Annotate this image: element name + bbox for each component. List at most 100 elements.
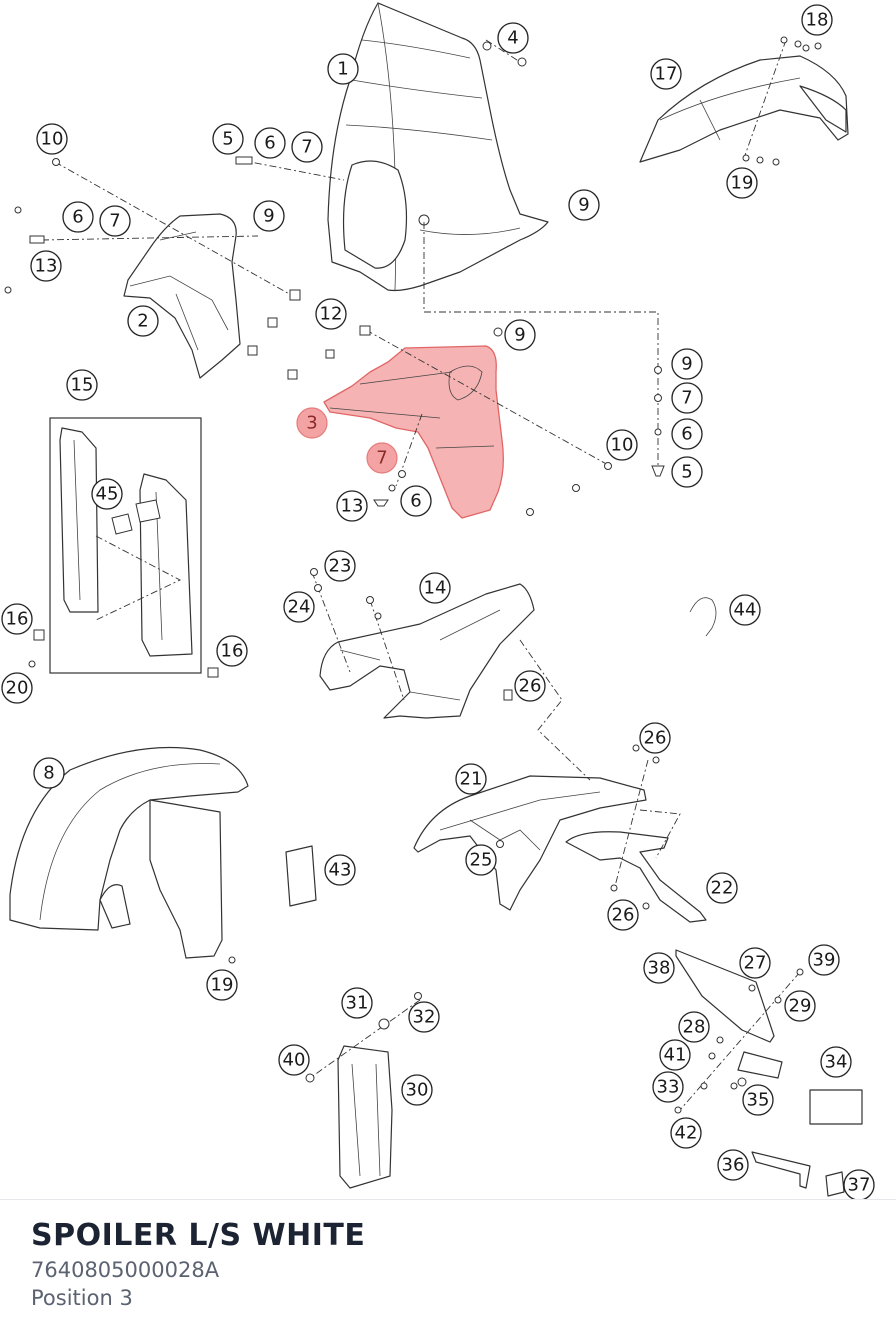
callout-44[interactable]: 44 [729, 594, 761, 626]
callout-13-b[interactable]: 13 [336, 490, 368, 522]
callout-43[interactable]: 43 [324, 854, 356, 886]
svg-text:5: 5 [681, 462, 692, 483]
svg-text:31: 31 [346, 993, 369, 1014]
svg-text:21: 21 [460, 769, 483, 790]
callout-1[interactable]: 1 [327, 53, 359, 85]
callout-42[interactable]: 42 [670, 1117, 702, 1149]
mud-flap-part[interactable] [337, 1045, 393, 1189]
svg-text:16: 16 [221, 641, 244, 662]
callout-38[interactable]: 38 [643, 952, 675, 984]
svg-text:44: 44 [734, 600, 757, 621]
callout-9-b[interactable]: 9 [253, 200, 285, 232]
callout-9-c[interactable]: 9 [504, 319, 536, 351]
callout-13-a[interactable]: 13 [30, 250, 62, 282]
callout-8[interactable]: 8 [33, 757, 65, 789]
svg-text:37: 37 [848, 1175, 871, 1196]
rear-fender-part[interactable] [639, 55, 849, 163]
callout-7-a[interactable]: 7 [291, 131, 323, 163]
svg-text:5: 5 [222, 129, 233, 150]
callout-30[interactable]: 30 [401, 1074, 433, 1106]
callout-9-a[interactable]: 9 [568, 189, 600, 221]
callout-2[interactable]: 2 [127, 305, 159, 337]
callout-37[interactable]: 37 [843, 1169, 875, 1200]
callout-5-b[interactable]: 5 [671, 456, 703, 488]
callout-40[interactable]: 40 [278, 1044, 310, 1076]
svg-text:15: 15 [71, 375, 94, 396]
callout-41[interactable]: 41 [659, 1039, 691, 1071]
callout-19-a[interactable]: 19 [726, 167, 758, 199]
callout-7-highlighted[interactable]: 7 [366, 442, 398, 474]
callout-45[interactable]: 45 [91, 478, 123, 510]
part-name: SPOILER L/S WHITE [31, 1218, 366, 1253]
svg-text:10: 10 [611, 435, 634, 456]
front-fender-part[interactable] [9, 746, 249, 959]
callout-23[interactable]: 23 [324, 550, 356, 582]
callout-33[interactable]: 33 [652, 1071, 684, 1103]
svg-text:27: 27 [744, 953, 767, 974]
svg-text:34: 34 [825, 1052, 848, 1073]
svg-text:12: 12 [320, 304, 343, 325]
svg-text:22: 22 [711, 878, 734, 899]
callout-26-b[interactable]: 26 [639, 722, 671, 754]
svg-text:24: 24 [288, 597, 311, 618]
callout-7-c[interactable]: 7 [671, 382, 703, 414]
callout-35[interactable]: 35 [742, 1084, 774, 1116]
callout-9-d[interactable]: 9 [671, 348, 703, 380]
callout-6-a[interactable]: 6 [254, 127, 286, 159]
callout-16-b[interactable]: 16 [216, 635, 248, 667]
svg-text:39: 39 [813, 950, 836, 971]
callout-36[interactable]: 36 [717, 1149, 749, 1181]
hardware-parts [4, 36, 822, 1114]
callout-3[interactable]: 3 [296, 407, 328, 439]
callout-24[interactable]: 24 [283, 591, 315, 623]
svg-text:6: 6 [681, 424, 692, 445]
callout-27[interactable]: 27 [739, 947, 771, 979]
callout-21[interactable]: 21 [455, 763, 487, 795]
side-cover-left-part[interactable] [123, 213, 241, 379]
callout-4[interactable]: 4 [497, 22, 529, 54]
callout-10-a[interactable]: 10 [36, 123, 68, 155]
part-position: Position 3 [31, 1286, 133, 1310]
callout-28[interactable]: 28 [678, 1011, 710, 1043]
svg-text:7: 7 [376, 448, 387, 469]
license-holder-part[interactable] [413, 775, 707, 923]
callout-18[interactable]: 18 [801, 4, 833, 36]
callout-6-c[interactable]: 6 [671, 418, 703, 450]
svg-text:9: 9 [681, 354, 692, 375]
callout-16-a[interactable]: 16 [1, 603, 33, 635]
callout-5-a[interactable]: 5 [212, 123, 244, 155]
callout-25[interactable]: 25 [465, 844, 497, 876]
callout-26-a[interactable]: 26 [514, 670, 546, 702]
callout-26-c[interactable]: 26 [607, 899, 639, 931]
plate-bracket-part[interactable] [285, 597, 863, 1197]
svg-text:40: 40 [283, 1050, 306, 1071]
callout-34[interactable]: 34 [820, 1046, 852, 1078]
callout-19-b[interactable]: 19 [206, 969, 238, 1001]
callout-29[interactable]: 29 [784, 990, 816, 1022]
svg-text:1: 1 [337, 59, 348, 80]
svg-text:28: 28 [683, 1017, 706, 1038]
callout-10-b[interactable]: 10 [606, 429, 638, 461]
callout-15[interactable]: 15 [66, 369, 98, 401]
fork-cover-part[interactable] [319, 583, 535, 719]
part-number: 7640805000028A [31, 1258, 220, 1282]
callout-31[interactable]: 31 [341, 987, 373, 1019]
svg-text:25: 25 [470, 850, 493, 871]
part-info-panel: SPOILER L/S WHITE 7640805000028A Positio… [0, 1199, 896, 1336]
svg-text:23: 23 [329, 556, 352, 577]
callout-14[interactable]: 14 [419, 572, 451, 604]
headlight-mask-part[interactable] [327, 2, 549, 292]
callout-6-b[interactable]: 6 [62, 201, 94, 233]
callout-6-d[interactable]: 6 [400, 485, 432, 517]
callout-39[interactable]: 39 [808, 944, 840, 976]
callout-22[interactable]: 22 [706, 872, 738, 904]
svg-text:26: 26 [644, 728, 667, 749]
callout-12[interactable]: 12 [315, 298, 347, 330]
callout-32[interactable]: 32 [408, 1001, 440, 1033]
fork-guard-kit-part[interactable] [49, 417, 202, 674]
callout-17[interactable]: 17 [650, 58, 682, 90]
callout-7-b[interactable]: 7 [99, 205, 131, 237]
svg-text:36: 36 [722, 1155, 745, 1176]
callout-20[interactable]: 20 [1, 672, 33, 704]
svg-text:26: 26 [519, 676, 542, 697]
